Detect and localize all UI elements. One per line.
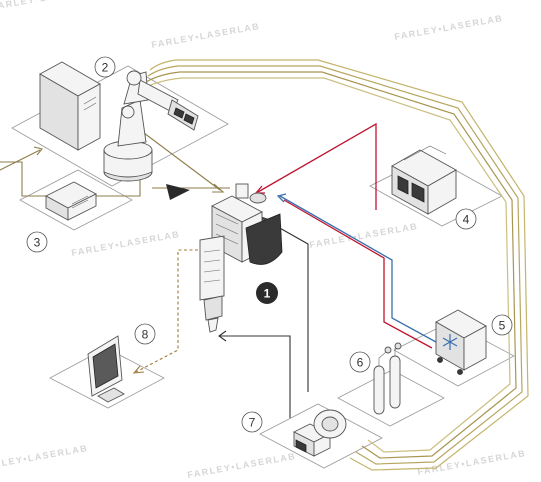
video-arrow <box>132 365 145 374</box>
callout-3-label: 3 <box>34 236 41 250</box>
callout-7-label: 7 <box>249 416 256 430</box>
fume-extractor <box>292 409 347 457</box>
callout-1: 1 <box>256 282 278 304</box>
laser-head <box>199 183 283 333</box>
callout-5-label: 5 <box>499 319 506 333</box>
robot-cabinet <box>39 61 101 151</box>
watermark-text: FARLEY•LASERLAB <box>151 21 261 50</box>
fume-to-head-line <box>220 335 291 418</box>
callout-6: 6 <box>349 351 371 373</box>
controller-to-robot-arrow <box>33 146 43 156</box>
controller-loop <box>0 161 46 197</box>
callout-5: 5 <box>491 314 513 336</box>
power-cable <box>147 65 523 465</box>
chiller <box>435 309 487 375</box>
watermark-text: FARLEY•LASERLAB <box>394 13 504 42</box>
video-cable <box>135 249 198 373</box>
coolant-arrow <box>276 193 287 203</box>
laser-fiber-arrow <box>254 185 265 194</box>
power-cable <box>149 59 529 471</box>
callout-2-label: 2 <box>102 61 109 75</box>
snowflake-icon <box>442 334 458 350</box>
coolant-blue <box>279 195 437 343</box>
fume-to-head-arrow <box>218 330 227 342</box>
controller-to-head-arrow <box>212 183 225 193</box>
power-cable <box>145 71 517 459</box>
watermark-text: FARLEY•LASERLAB <box>0 0 101 12</box>
callout-1-label: 1 <box>264 287 271 301</box>
callout-4: 4 <box>455 208 477 230</box>
callout-2: 2 <box>94 56 116 78</box>
controller-to-robot-line <box>0 149 41 171</box>
callout-8: 8 <box>134 323 156 345</box>
callout-3: 3 <box>26 231 48 253</box>
industrial-robot <box>103 70 199 182</box>
video-line <box>132 249 198 374</box>
power-cable <box>143 77 511 453</box>
direction-triangle <box>166 184 190 200</box>
coolant-red <box>283 199 433 349</box>
laser-source <box>391 145 457 215</box>
monitor <box>87 335 125 403</box>
callout-6-label: 6 <box>357 356 364 370</box>
watermark-text: FARLEY•LASERLAB <box>187 451 297 480</box>
watermark-text: FARLEY•LASERLAB <box>71 229 181 258</box>
callout-4-label: 4 <box>463 213 470 227</box>
robot-controller <box>45 181 97 221</box>
callout-7: 7 <box>241 411 263 433</box>
callout-8-label: 8 <box>142 328 149 342</box>
power-cable-bundle <box>143 59 529 471</box>
watermark-text: FARLEY•LASERLAB <box>0 443 89 472</box>
laser-fiber-red <box>257 122 377 210</box>
gas-cylinders <box>373 342 402 415</box>
